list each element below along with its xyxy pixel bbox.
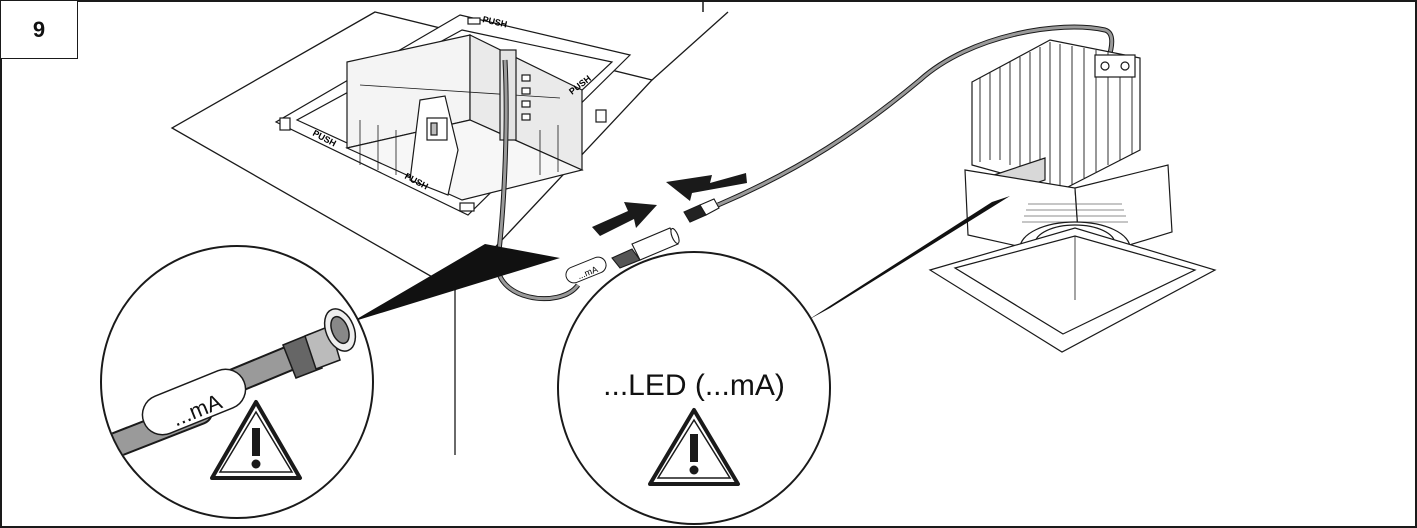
callout-wedge-right bbox=[808, 196, 1010, 320]
detail-circle-left: ...mA bbox=[100, 245, 374, 519]
warning-triangle-icon bbox=[210, 400, 302, 480]
connector-female bbox=[611, 227, 680, 269]
warning-triangle-icon bbox=[648, 408, 740, 486]
detail-circle-right: ...LED (...mA) bbox=[557, 251, 831, 525]
mounting-frame bbox=[274, 14, 632, 216]
arrow-push-right-icon bbox=[592, 202, 657, 236]
connector-male bbox=[683, 198, 720, 223]
luminaire-cable bbox=[717, 24, 1115, 208]
callout-wedge-left bbox=[338, 244, 560, 330]
arrow-push-left-icon bbox=[666, 173, 747, 201]
step-number-box: 9 bbox=[1, 1, 78, 59]
step-number: 9 bbox=[32, 16, 46, 42]
led-current-label: ...LED (...mA) bbox=[603, 369, 785, 402]
luminaire bbox=[928, 39, 1217, 353]
